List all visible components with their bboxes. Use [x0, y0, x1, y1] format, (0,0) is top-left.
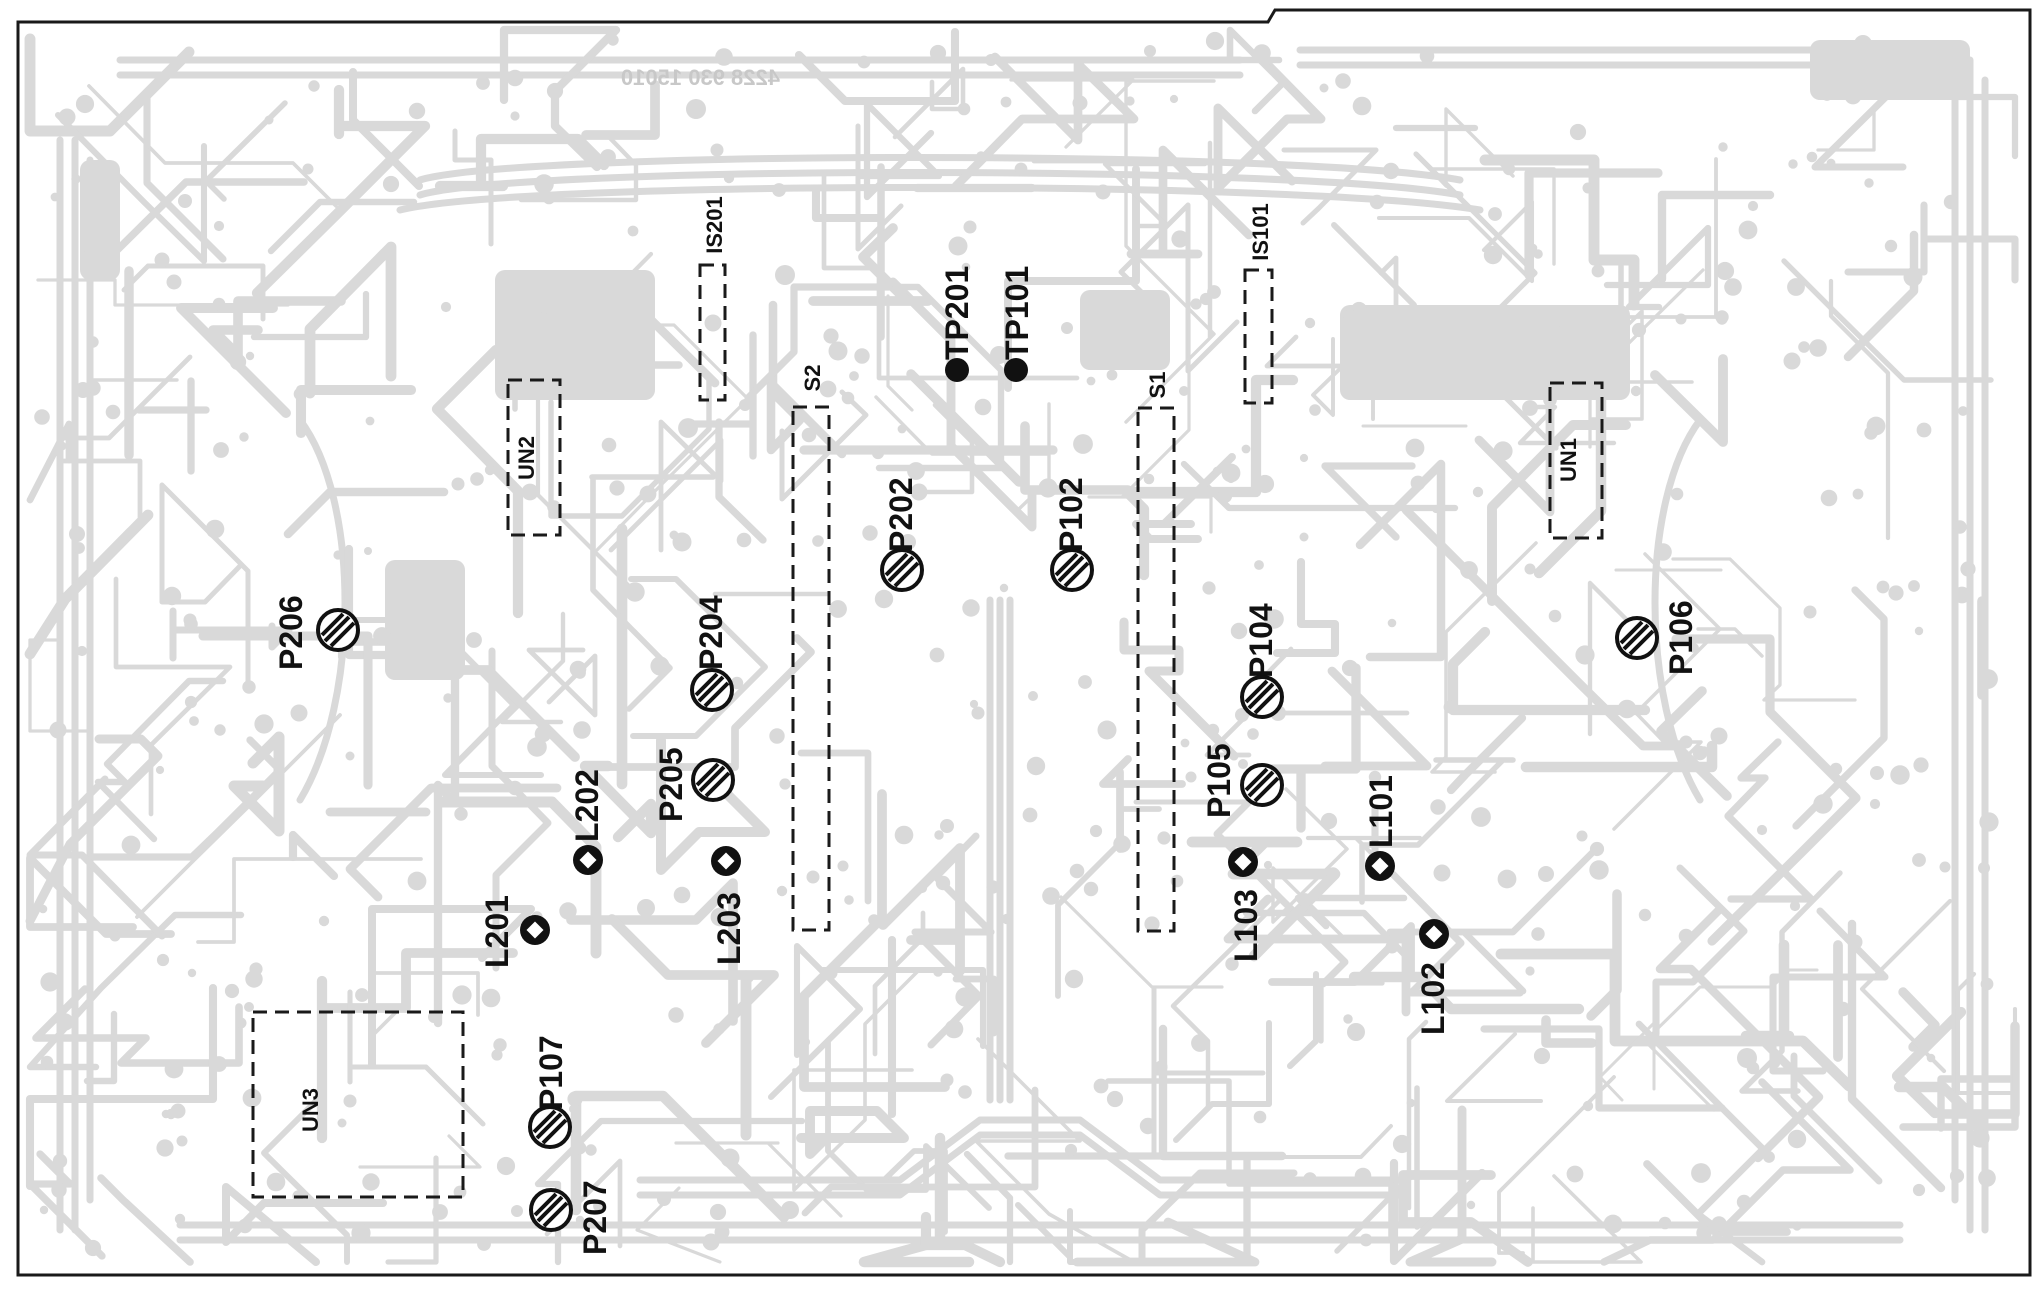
module-un1-label: UN1: [1556, 438, 1581, 482]
trimmer-p206-label: P206: [273, 595, 309, 670]
coil-l203[interactable]: L203: [711, 846, 747, 965]
trimmer-icon: [1615, 616, 1659, 660]
coil-l103[interactable]: L103: [1228, 847, 1264, 962]
trimmer-p207-label: P207: [577, 1180, 613, 1255]
trimmer-p105[interactable]: P105: [1201, 743, 1284, 818]
module-un2-outline: [506, 378, 562, 537]
trimmer-p205[interactable]: P205: [653, 747, 735, 822]
trimmer-p105-label: P105: [1201, 743, 1237, 818]
test-point-tp101-icon: [1004, 358, 1028, 382]
coil-icon: [711, 846, 741, 876]
trimmer-icon: [529, 1188, 573, 1232]
trimmer-icon: [690, 668, 734, 712]
test-point-tp201-icon: [945, 358, 969, 382]
coil-l103-label: L103: [1228, 889, 1264, 962]
coil-l202-label: L202: [569, 769, 605, 842]
module-un2-label: UN2: [514, 436, 539, 480]
coil-icon: [520, 915, 550, 945]
trimmer-icon: [1050, 548, 1094, 592]
trimmer-p202[interactable]: P202: [880, 477, 924, 592]
trimmer-icon: [880, 548, 924, 592]
trimmer-p102[interactable]: P102: [1050, 477, 1094, 592]
test-point-tp201-label: TP201: [939, 266, 975, 360]
connector-s1-label: S1: [1145, 372, 1170, 399]
trimmer-p107[interactable]: P107: [528, 1035, 572, 1149]
module-un1-outline: [1548, 381, 1604, 540]
trimmer-p206[interactable]: P206: [273, 595, 360, 670]
trimmer-icon: [1240, 763, 1284, 807]
connector-is101-label: IS101: [1248, 203, 1273, 261]
trimmer-p104-label: P104: [1243, 603, 1279, 678]
coil-icon: [573, 845, 603, 875]
trimmer-p202-label: P202: [883, 477, 919, 552]
trimmer-p102-label: P102: [1053, 477, 1089, 552]
part-number: 4228 930 15010: [621, 65, 780, 90]
connector-s2-label: S2: [800, 365, 825, 392]
module-un3-label: UN3: [298, 1088, 323, 1132]
trimmer-icon: [691, 758, 735, 802]
trimmer-p104[interactable]: P104: [1240, 603, 1284, 719]
coil-l201-label: L201: [479, 895, 515, 968]
trimmer-p106-label: P106: [1663, 600, 1699, 675]
copper-pads: [34, 31, 1999, 1257]
coil-l203-label: L203: [711, 892, 747, 965]
coil-icon: [1419, 919, 1449, 949]
trimmer-icon: [1240, 675, 1284, 719]
trimmer-p204-label: P204: [693, 595, 729, 670]
trimmer-p106[interactable]: P106: [1615, 600, 1699, 675]
connector-is101-outline: [1243, 268, 1274, 405]
coil-icon: [1365, 851, 1395, 881]
trimmer-icon: [528, 1105, 572, 1149]
coil-icon: [1228, 847, 1258, 877]
trimmer-p204[interactable]: P204: [690, 595, 734, 712]
connector-is201-label: IS201: [702, 196, 727, 254]
trimmer-p107-label: P107: [533, 1035, 569, 1110]
connector-s2-outline: [791, 405, 831, 932]
coil-l101[interactable]: L101: [1363, 775, 1399, 881]
coil-l102-label: L102: [1415, 962, 1451, 1035]
trimmer-p205-label: P205: [653, 747, 689, 822]
coil-l102[interactable]: L102: [1415, 919, 1451, 1035]
test-point-tp101-label: TP101: [999, 266, 1035, 360]
trimmer-icon: [316, 608, 360, 652]
coil-l101-label: L101: [1363, 775, 1399, 848]
coil-l201[interactable]: L201: [479, 895, 550, 968]
connector-s1-outline: [1136, 406, 1176, 933]
trimmer-p207[interactable]: P207: [529, 1180, 613, 1255]
coil-l202[interactable]: L202: [569, 769, 605, 875]
connector-is201-outline: [698, 263, 727, 402]
